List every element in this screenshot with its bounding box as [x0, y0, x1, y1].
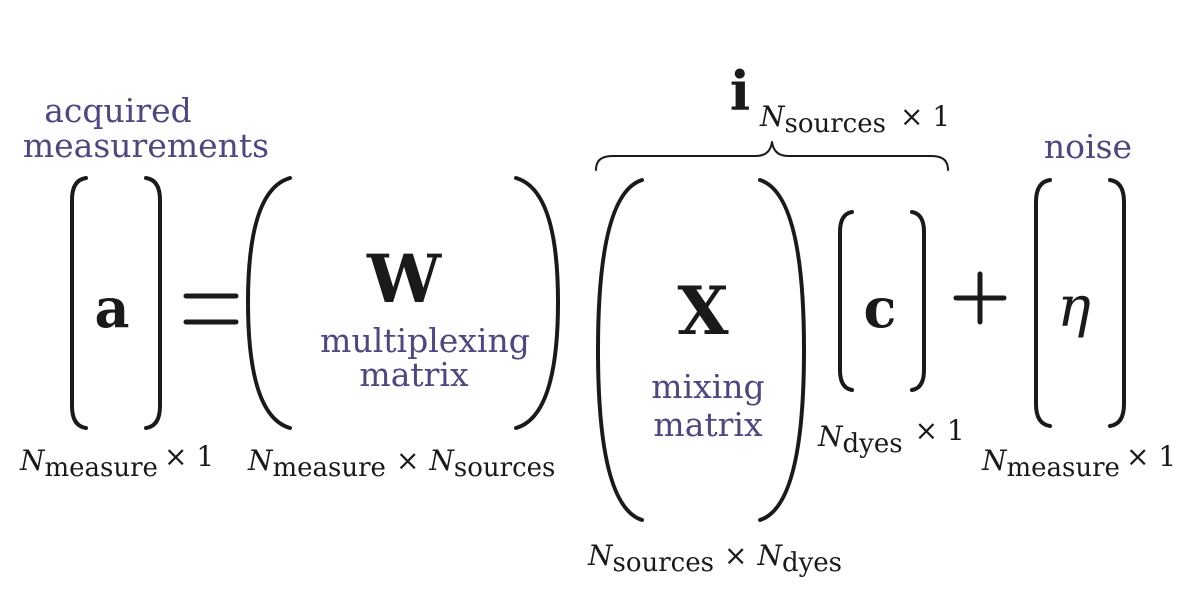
c-dimension: Ndyes × 1	[817, 414, 965, 459]
x-symbol: X	[677, 272, 729, 350]
w-dimension: Nmeasure × Nsources	[247, 444, 555, 483]
x-dim-sub2: dyes	[782, 548, 842, 578]
w-label-line1: multiplexing	[320, 321, 530, 360]
a-dimension: Nmeasure× 1	[19, 440, 214, 483]
a-label-line2: measurements	[23, 126, 269, 165]
w-dim-n2: N	[428, 444, 455, 477]
eta-label: noise	[1044, 127, 1132, 166]
x-dim-n1: N	[587, 539, 614, 572]
plus-text: +	[0, 0, 1, 1]
x-label-line1: mixing	[651, 367, 764, 406]
eta-right-bracket	[1108, 178, 1126, 428]
c-dim-times: × 1	[915, 414, 965, 447]
c-left-bracket	[838, 210, 854, 392]
w-symbol: W	[366, 240, 442, 318]
w-dim-sub1: measure	[273, 453, 386, 483]
x-dim-n2: N	[756, 539, 783, 572]
a-symbol: a	[95, 276, 130, 340]
c-right-bracket	[910, 210, 926, 392]
x-dim-times: ×	[724, 539, 747, 572]
overbrace	[595, 141, 949, 171]
c-symbol: c	[864, 276, 897, 340]
a-label-line1: acquired	[44, 91, 192, 130]
equals-sign	[183, 293, 239, 325]
eta-symbol: η	[1057, 275, 1091, 340]
eta-dimension: Nmeasure× 1	[981, 440, 1176, 483]
x-dimension: Nsources × Ndyes	[587, 539, 842, 578]
c-dim-n: N	[817, 420, 844, 453]
x-left-paren	[596, 178, 644, 522]
w-dim-times: ×	[396, 444, 419, 477]
x-dim-sub1: sources	[613, 548, 714, 578]
a-dim-sub: measure	[45, 453, 158, 483]
eta-left-bracket	[1034, 178, 1052, 428]
i-symbol: i	[730, 59, 751, 123]
eta-dim-n: N	[981, 444, 1008, 477]
i-dim-sub: sources	[785, 109, 886, 139]
w-left-paren	[246, 176, 292, 430]
w-right-paren	[514, 176, 560, 430]
x-right-paren	[758, 178, 806, 522]
w-dim-sub2: sources	[454, 453, 555, 483]
eta-dim-sub: measure	[1007, 453, 1120, 483]
a-right-bracket	[144, 176, 162, 430]
eta-dim-times: × 1	[1126, 440, 1176, 473]
i-dim-n: N	[759, 100, 786, 133]
w-label-line2: matrix	[359, 355, 469, 394]
c-dim-sub: dyes	[843, 429, 903, 459]
i-dim-times: × 1	[900, 100, 950, 133]
w-dim-n1: N	[247, 444, 274, 477]
a-left-bracket	[70, 176, 88, 430]
a-dim-times: × 1	[164, 440, 214, 473]
a-dim-n: N	[19, 444, 46, 477]
plus-sign	[953, 271, 1007, 325]
i-dimension: Nsources × 1	[759, 100, 950, 139]
x-label-line2: matrix	[653, 405, 763, 444]
